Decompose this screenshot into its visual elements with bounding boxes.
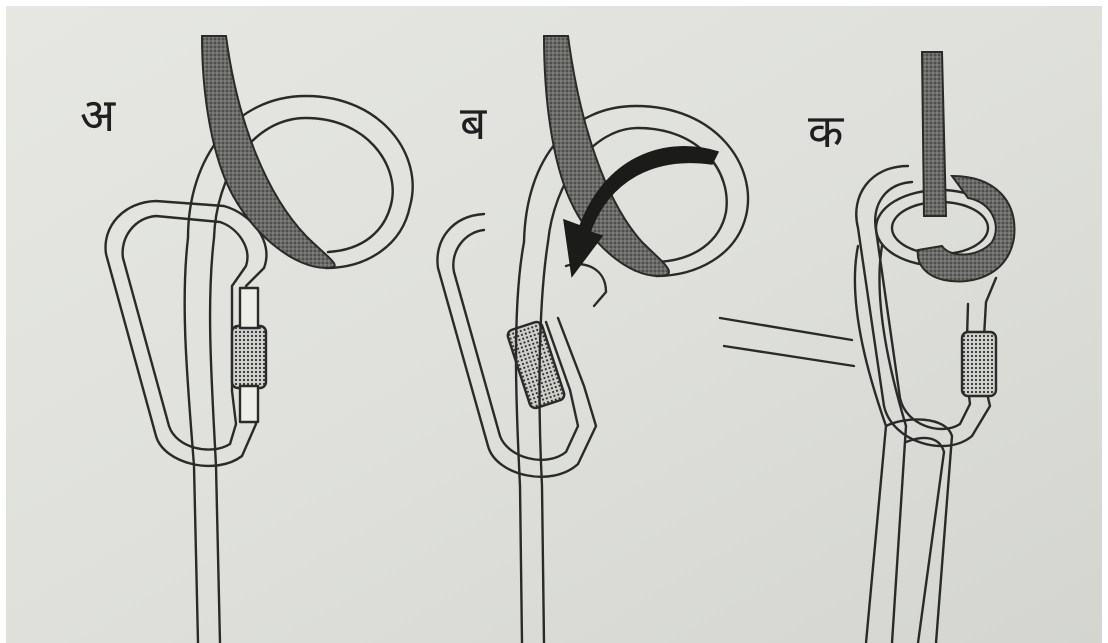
panel-c-dark-rope: [922, 52, 946, 216]
panel-b-label: ब: [460, 100, 486, 146]
panel-a-label: अ: [80, 92, 115, 138]
panel-c-screw-gate: [962, 332, 996, 396]
panel-a-screw-gate: [232, 326, 266, 388]
clove-hitch-carabiner-illustration: [6, 6, 1102, 643]
panel-c-label: क: [808, 108, 843, 154]
